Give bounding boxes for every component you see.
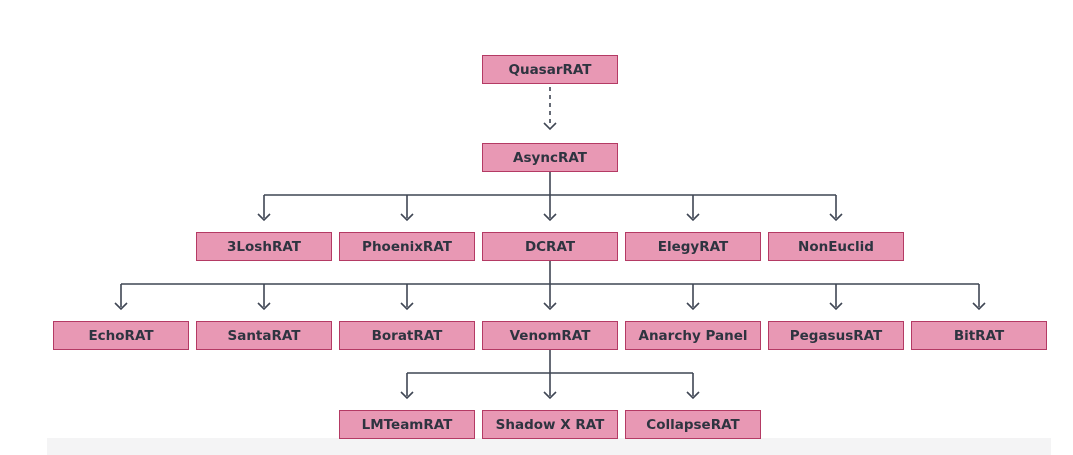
arrowhead-santarat xyxy=(257,302,271,311)
arrowhead-bitrat xyxy=(972,302,986,311)
arrowhead-collapserat xyxy=(686,391,700,400)
arrowhead-noneuclid xyxy=(829,213,843,222)
arrowhead-phoenixrat xyxy=(400,213,414,222)
node-echorat: EchoRAT xyxy=(53,321,189,350)
arrowhead-shadow-x-rat xyxy=(543,391,557,400)
node-dcrat: DCRAT xyxy=(482,232,618,261)
node-lmteamrat: LMTeamRAT xyxy=(339,410,475,439)
arrowhead-boratrat xyxy=(400,302,414,311)
node-3loshrat: 3LoshRAT xyxy=(196,232,332,261)
node-santarat: SantaRAT xyxy=(196,321,332,350)
node-venomrat: VenomRAT xyxy=(482,321,618,350)
node-pegasusrat: PegasusRAT xyxy=(768,321,904,350)
node-anarchy-panel: Anarchy Panel xyxy=(625,321,761,350)
arrowhead-elegyrat xyxy=(686,213,700,222)
node-phoenixrat: PhoenixRAT xyxy=(339,232,475,261)
node-noneuclid: NonEuclid xyxy=(768,232,904,261)
bottom-band xyxy=(47,438,1051,455)
arrowhead-lmteamrat xyxy=(400,391,414,400)
arrowhead-3loshrat xyxy=(257,213,271,222)
arrowhead-anarchy-panel xyxy=(686,302,700,311)
arrowhead-venomrat xyxy=(543,302,557,311)
node-elegyrat: ElegyRAT xyxy=(625,232,761,261)
arrowhead-asyncrat xyxy=(543,122,557,131)
node-quasarrat: QuasarRAT xyxy=(482,55,618,84)
node-collapserat: CollapseRAT xyxy=(625,410,761,439)
node-boratrat: BoratRAT xyxy=(339,321,475,350)
arrowhead-echorat xyxy=(114,302,128,311)
node-shadow-x-rat: Shadow X RAT xyxy=(482,410,618,439)
node-asyncrat: AsyncRAT xyxy=(482,143,618,172)
node-bitrat: BitRAT xyxy=(911,321,1047,350)
arrowhead-dcrat xyxy=(543,213,557,222)
arrowhead-pegasusrat xyxy=(829,302,843,311)
